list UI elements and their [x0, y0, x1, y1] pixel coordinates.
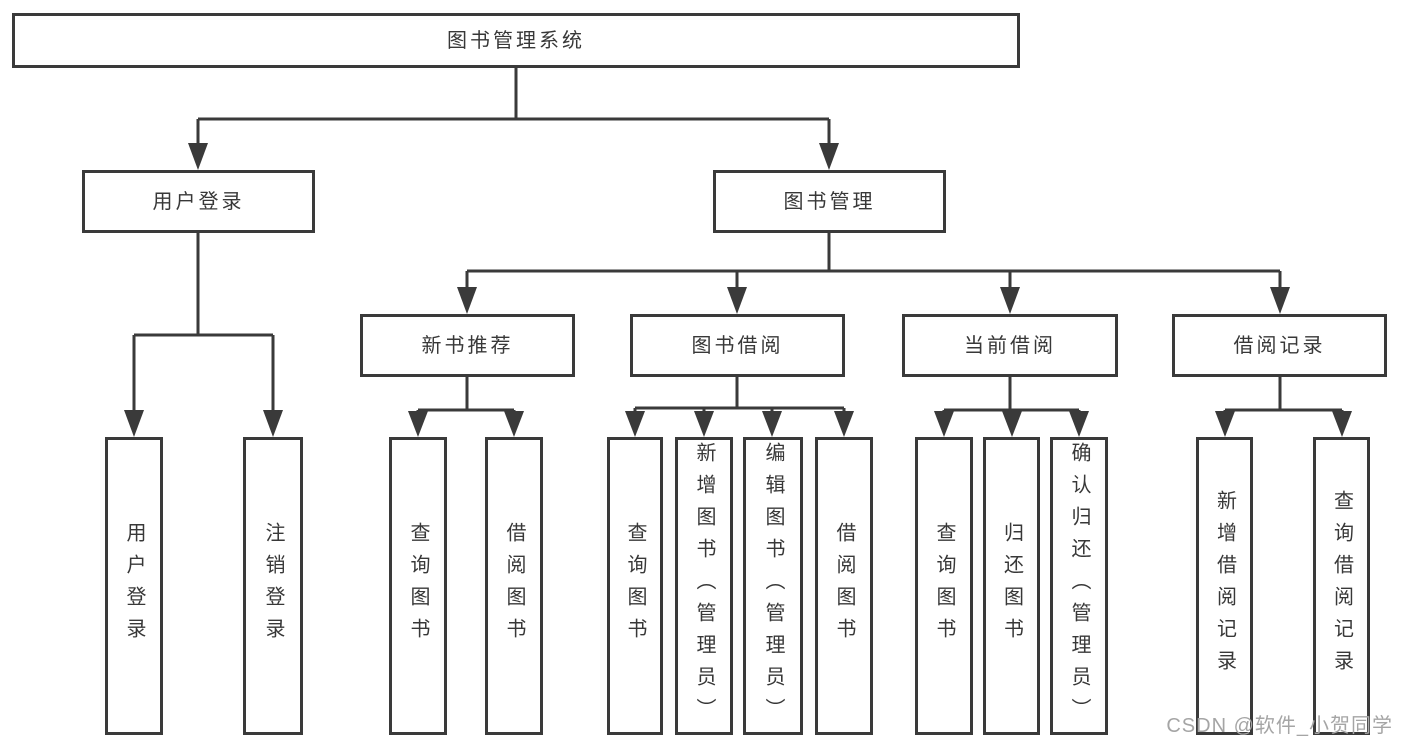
node-label-user-login: 用户登录 [152, 190, 245, 213]
node-label-leaf-query-book-bb: 查询图书 [624, 522, 646, 650]
node-box-leaf-query-borrow-record: 查询借阅记录 [1313, 437, 1370, 735]
node-label-system-root: 图书管理系统 [447, 29, 585, 52]
connector-userlogin-to-leaves [132, 233, 275, 413]
arrowheads-newbookrec-leaves [408, 411, 524, 437]
arrowheads-level3 [457, 287, 1290, 314]
connector-bookmgmt-to-level3 [465, 233, 1282, 290]
node-box-user-login: 用户登录 [82, 170, 315, 233]
node-box-leaf-return-book: 归还图书 [983, 437, 1040, 735]
connector-root-to-level2 [196, 68, 831, 146]
node-box-leaf-edit-book-admin: 编辑图书（管理员） [743, 437, 803, 735]
node-label-borrowing-records: 借阅记录 [1233, 334, 1326, 357]
arrowheads-currentborrow-leaves [934, 411, 1089, 437]
node-label-leaf-return-book: 归还图书 [1000, 522, 1023, 650]
node-label-leaf-borrow-book-rec: 借阅图书 [503, 522, 525, 650]
node-label-leaf-query-book-rec: 查询图书 [407, 522, 429, 650]
node-box-leaf-logout: 注销登录 [243, 437, 303, 735]
connector-bookborrow-to-leaves [633, 377, 846, 414]
arrowheads-userlogin-leaves [124, 410, 283, 437]
node-label-leaf-logout: 注销登录 [262, 522, 284, 650]
node-box-leaf-borrow-book-bb: 借阅图书 [815, 437, 873, 735]
arrowheads-level2 [188, 143, 839, 170]
node-label-leaf-confirm-return-admin: 确认归还（管理员） [1068, 442, 1090, 730]
node-label-leaf-query-book-cb: 查询图书 [933, 522, 955, 650]
node-box-leaf-user-login: 用户登录 [105, 437, 163, 735]
node-label-leaf-query-borrow-record: 查询借阅记录 [1330, 490, 1353, 682]
node-label-new-book-recommendation: 新书推荐 [421, 334, 514, 357]
node-box-book-management: 图书管理 [713, 170, 946, 233]
node-label-book-borrowing: 图书借阅 [691, 334, 784, 357]
node-box-leaf-add-borrow-record: 新增借阅记录 [1196, 437, 1253, 735]
node-box-leaf-borrow-book-rec: 借阅图书 [485, 437, 543, 735]
node-box-leaf-confirm-return-admin: 确认归还（管理员） [1050, 437, 1108, 735]
connector-borrowrecords-to-leaves [1223, 377, 1344, 414]
node-box-current-borrowing: 当前借阅 [902, 314, 1118, 377]
node-box-leaf-query-book-cb: 查询图书 [915, 437, 973, 735]
node-label-leaf-borrow-book-bb: 借阅图书 [833, 522, 855, 650]
node-box-leaf-query-book-rec: 查询图书 [389, 437, 447, 735]
connector-newbookrec-to-leaves [416, 377, 516, 414]
node-label-leaf-add-book-admin: 新增图书（管理员） [693, 442, 715, 730]
node-label-current-borrowing: 当前借阅 [964, 334, 1056, 357]
node-box-leaf-add-book-admin: 新增图书（管理员） [675, 437, 733, 735]
node-box-new-book-recommendation: 新书推荐 [360, 314, 575, 377]
node-box-borrowing-records: 借阅记录 [1172, 314, 1387, 377]
node-label-leaf-edit-book-admin: 编辑图书（管理员） [762, 442, 784, 730]
arrowheads-bookborrow-leaves [625, 411, 854, 437]
node-label-leaf-add-borrow-record: 新增借阅记录 [1213, 490, 1236, 682]
arrowheads-borrowrecords-leaves [1215, 411, 1352, 437]
node-label-leaf-user-login: 用户登录 [123, 522, 145, 650]
node-box-system-root: 图书管理系统 [12, 13, 1020, 68]
node-box-book-borrowing: 图书借阅 [630, 314, 845, 377]
node-label-book-management: 图书管理 [783, 190, 876, 213]
connector-currentborrow-to-leaves [942, 377, 1081, 414]
node-box-leaf-query-book-bb: 查询图书 [607, 437, 663, 735]
